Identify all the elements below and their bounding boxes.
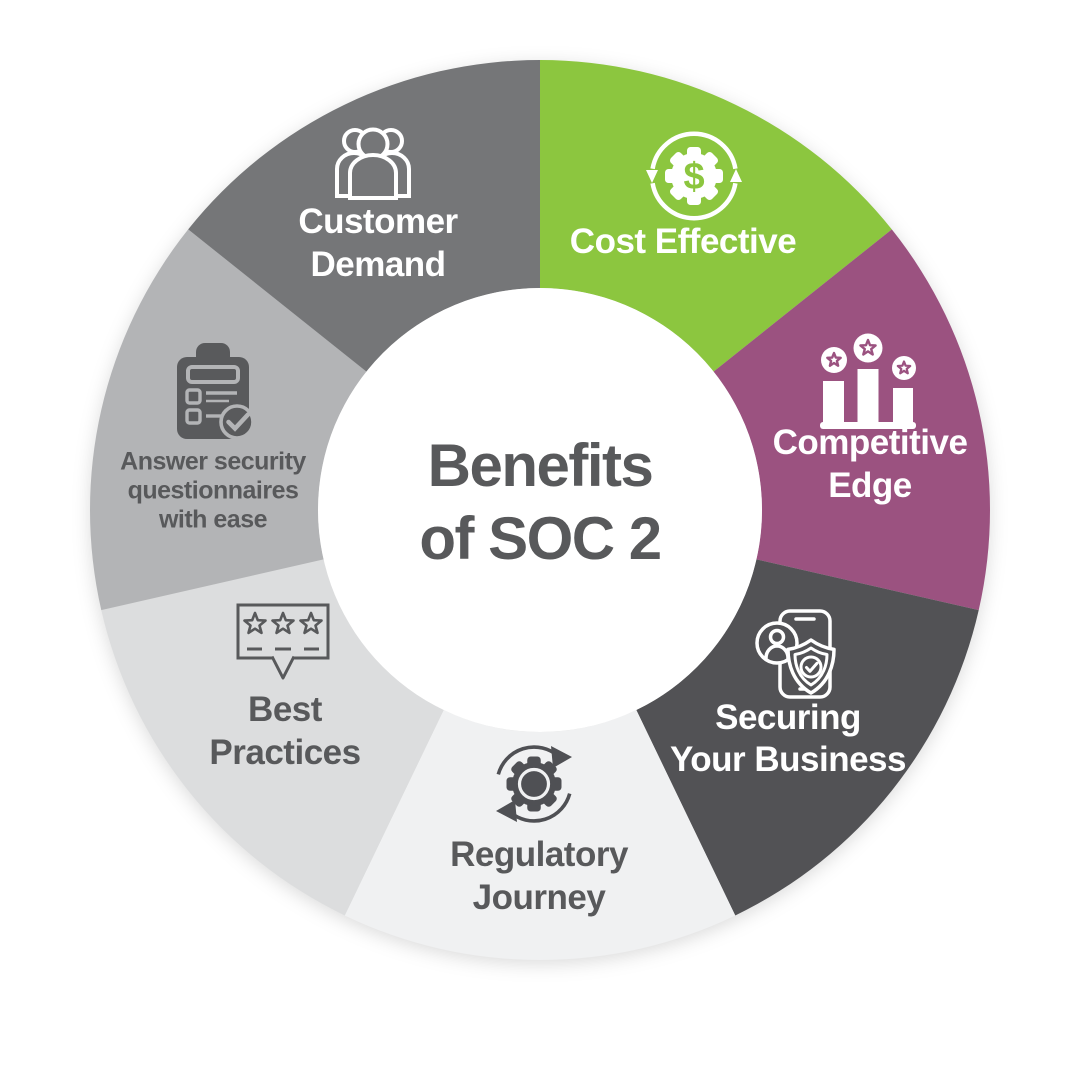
gear-sync-icon bbox=[496, 745, 572, 823]
chart-center-title: Benefits of SOC 2 bbox=[419, 429, 662, 575]
segment-cost-effective bbox=[540, 60, 892, 372]
donut-center-disc bbox=[318, 288, 762, 732]
people-icon bbox=[335, 127, 411, 200]
clipboard-check-icon bbox=[177, 343, 255, 440]
center-title-line-1: Benefits bbox=[427, 432, 654, 499]
segment-best-practices bbox=[101, 559, 444, 916]
phone-shield-icon bbox=[755, 609, 836, 699]
segment-customer-demand bbox=[188, 60, 540, 372]
center-title-line-2: of SOC 2 bbox=[419, 505, 662, 572]
podium-stars-icon bbox=[820, 333, 916, 429]
segment-competitive-edge bbox=[713, 229, 991, 611]
segment-securing-your-business bbox=[636, 559, 979, 916]
dollar-gear-icon: $ bbox=[646, 131, 742, 221]
stars-banner-icon bbox=[236, 603, 330, 680]
svg-text:$: $ bbox=[683, 156, 704, 198]
segment-regulatory-journey bbox=[344, 710, 736, 961]
